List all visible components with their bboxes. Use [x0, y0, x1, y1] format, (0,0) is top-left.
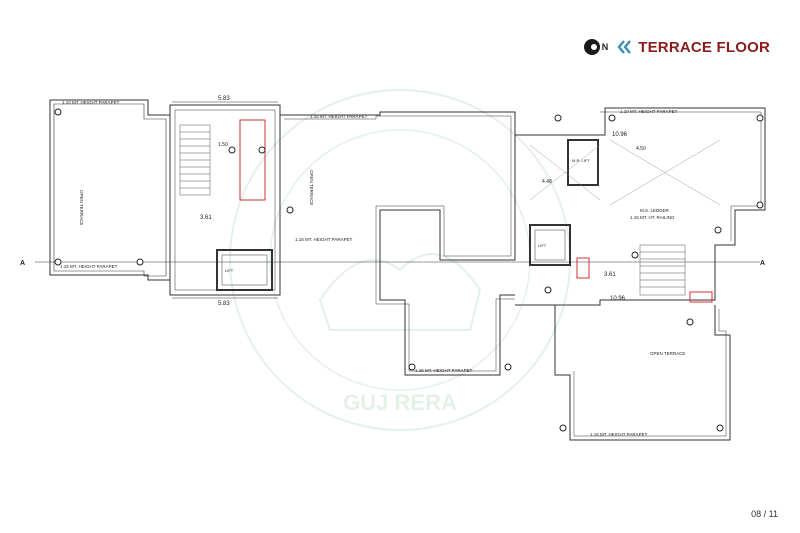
- page-title: TERRACE FLOOR: [638, 38, 770, 56]
- mr-lift-label: M.R. LIFT: [572, 158, 590, 163]
- left-staircase: [179, 119, 266, 201]
- dimension-label: 4.50: [636, 146, 646, 152]
- dimension-label: 10.96: [612, 132, 628, 138]
- page-number: 08 / 11: [751, 509, 778, 519]
- parapet-label: 1.15 MT. HEIGHT PARAPET: [590, 432, 648, 437]
- rain-pipes: [54, 108, 764, 432]
- parapet-label: 1.15 MT. HEIGHT PARAPET: [310, 114, 368, 119]
- open-terrace-label: OPEN TERRACE: [309, 170, 314, 205]
- parapet-label: 1.15 MT. HEIGHT PARAPET: [415, 368, 473, 373]
- plan-labels: 1.10 MT. HEIGHT PARAPET 1.15 MT. HEIGHT …: [60, 100, 685, 437]
- header: N TERRACE FLOOR: [583, 38, 770, 56]
- dimension-label: 10.96: [610, 296, 626, 302]
- dimension-label: 4.48: [542, 179, 552, 185]
- brand-letter: N: [601, 42, 609, 52]
- section-markers: A A: [20, 260, 765, 267]
- lift-shafts: [216, 139, 599, 291]
- open-terrace-label: OPEN TERRACE: [650, 351, 685, 356]
- right-staircase: [576, 244, 713, 303]
- ms-ledder-label: M.S. LEDDER: [640, 208, 670, 213]
- parapet-label: 1.15 MT. HEIGHT PARAPET: [295, 237, 353, 242]
- brand-logo: N: [583, 38, 611, 56]
- lift-label: LIFT: [538, 243, 547, 248]
- dimension-label: 5.83: [218, 301, 230, 307]
- dimension-label: 1.50: [218, 142, 228, 148]
- watermark-text: GUJ RERA: [343, 390, 457, 415]
- section-marker: A: [20, 260, 25, 267]
- open-terrace-label: OPEN TERRACE: [79, 190, 84, 225]
- double-chevron-left-icon: [617, 40, 632, 54]
- railing-label: 1.15 MT. HT. RAILING: [630, 215, 675, 220]
- compass-logo-icon: [583, 39, 600, 55]
- solar-panel-area: [529, 139, 721, 206]
- building-outline: [35, 99, 766, 441]
- dimension-label: 5.83: [218, 96, 230, 102]
- parapet-label: 1.15 MT. HEIGHT PARAPET: [60, 264, 118, 269]
- lift-label: LIFT: [225, 268, 234, 273]
- rera-watermark: GUJ RERA: [229, 89, 571, 431]
- dimension-label: 3.61: [200, 215, 212, 221]
- section-marker: A: [760, 260, 765, 267]
- parapet-label: 1.10 MT. HEIGHT PARAPET: [620, 109, 678, 114]
- dimension-label: 3.61: [604, 272, 616, 278]
- dimension-labels: 5.83 5.83 3.61 10.96 10.96 4.50 4.48 3.6…: [172, 96, 646, 307]
- parapet-label: 1.10 MT. HEIGHT PARAPET: [62, 100, 120, 105]
